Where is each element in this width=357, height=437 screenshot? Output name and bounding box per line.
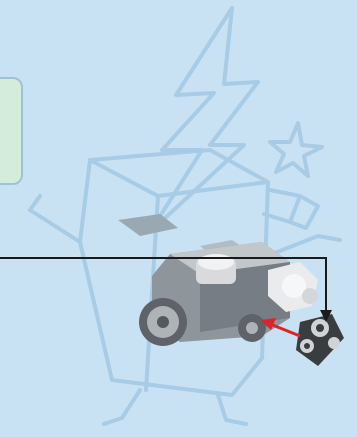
lego-part-icon	[296, 314, 344, 366]
lego-model	[118, 214, 318, 346]
lightning-bolt-icon	[150, 8, 258, 232]
star-icon	[270, 123, 322, 176]
